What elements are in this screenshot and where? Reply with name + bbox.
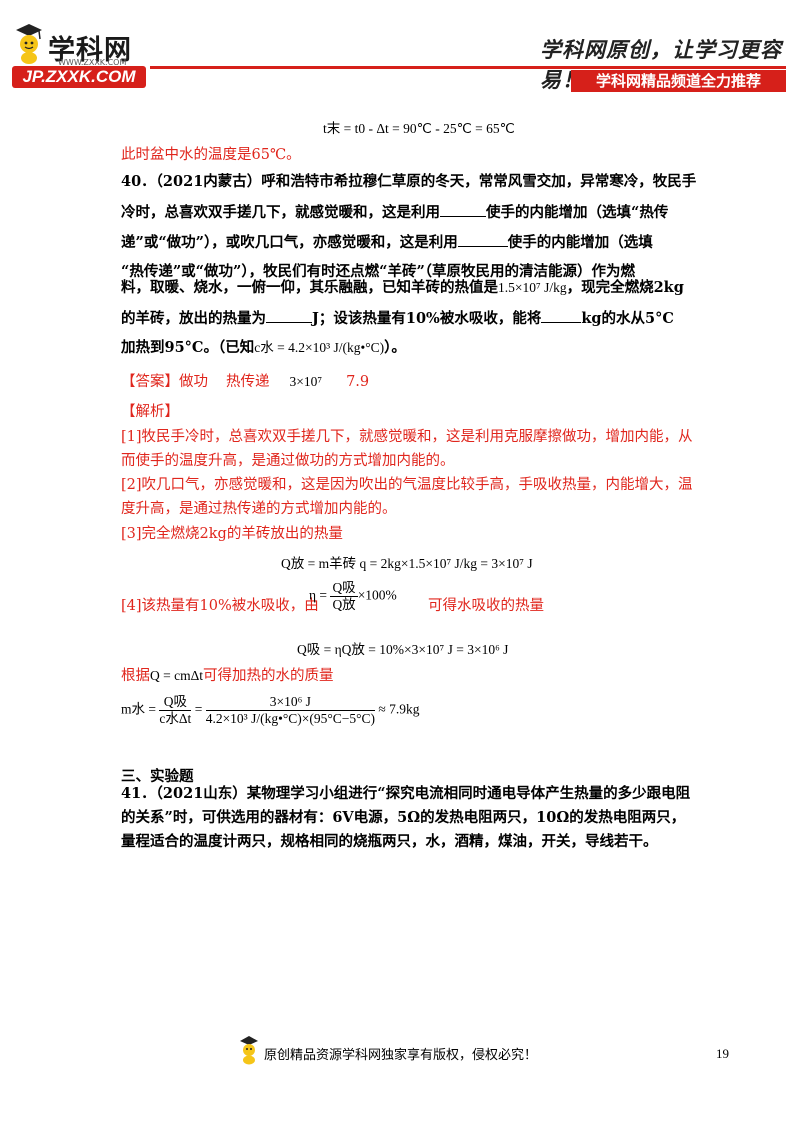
- q40-line7: 加热到95°C。（已知c水 = 4.2×10³ J/(kg•°C)）。: [121, 339, 406, 356]
- logo-url: WWW.ZXXK.COM: [58, 58, 127, 67]
- answer-blank-4: [541, 308, 582, 323]
- top-conclusion: 此时盆中水的温度是65℃。: [121, 147, 301, 163]
- analysis-p2a: [2]吹几口气，亦感觉暖和，这是因为吹出的气温度比较手高，手吸收热量，内能增大，…: [121, 477, 693, 493]
- q41-line2: 的关系”时，可供选用的器材有：6V电源，5Ω的发热电阻两只，10Ω的发热电阻两只…: [121, 809, 686, 826]
- answer-line: 【答案】做功 热传递 3×10⁷ 7.9: [121, 372, 369, 392]
- q40-line5: 料，取暖、烧水，一俯一仰，其乐融融，已知羊砖的热值是1.5×10⁷ J/kg，现…: [121, 279, 684, 296]
- analysis-p1a: [1]牧民手冷时，总喜欢双手搓几下，就感觉暖和，这是利用克服摩擦做功，增加内能，…: [121, 429, 693, 445]
- logo-text: 学科网: [48, 35, 132, 66]
- section-title: 三、实验题: [121, 768, 194, 785]
- analysis-p5: 根据Q = cmΔt可得加热的水的质量: [121, 668, 334, 684]
- answer-blank-1: [440, 202, 486, 217]
- top-formula: t末 = t0 - Δt = 90℃ - 25℃ = 65℃: [323, 121, 515, 136]
- page-number: 19: [716, 1046, 729, 1061]
- answer-4: 7.9: [346, 374, 370, 390]
- answer-tag: 【答案】: [121, 374, 179, 390]
- answer-blank-3: [266, 308, 312, 323]
- analysis-p3: [3]完全燃烧2kg的羊砖放出的热量: [121, 526, 343, 542]
- answer-1: 做功: [179, 374, 208, 390]
- q40-line2: 冷时，总喜欢双手搓几下，就感觉暖和，这是利用使手的内能增加（选填“热传: [121, 202, 669, 221]
- slogan: 学科网原创，让学习更容易！: [540, 37, 782, 92]
- footer-copyright: 原创精品资源学科网独家享有版权，侵权必究！: [264, 1048, 538, 1063]
- recommend-badge: 学科网精品频道全力推荐: [571, 70, 786, 92]
- footer-mascot-icon: [240, 1036, 258, 1065]
- q40-line4: “热传递”或“做功”），牧民们有时还点燃“羊砖”（草原牧民用的清洁能源）作为燃: [121, 263, 636, 280]
- analysis-p4b: 可得水吸收的热量: [428, 598, 544, 614]
- heat-value-formula: 1.5×10⁷ J/kg: [498, 280, 567, 295]
- analysis-tag: 【解析】: [121, 404, 179, 420]
- heat-formula: Q = cmΔt: [150, 668, 204, 683]
- site-badge[interactable]: JP.ZXXK.COM: [12, 66, 146, 88]
- q40-line1: 40．（2021内蒙古）呼和浩特市希拉穆仁草原的冬天，常常风雪交加，异常寒冷，牧…: [121, 173, 697, 190]
- header-divider: [150, 66, 786, 69]
- analysis-p1b: 而使手的温度升高，是通过做功的方式增加内能的。: [121, 453, 455, 469]
- q41-line1: 41．（2021山东）某物理学习小组进行“探究电流相同时通电导体产生热量的多少跟…: [121, 785, 691, 802]
- answer-3: 3×10⁷: [289, 374, 323, 389]
- specific-heat-formula: c水 = 4.2×10³ J/(kg•°C): [254, 340, 385, 355]
- q41-line3: 量程适合的温度计两只，规格相同的烧瓶两只，水，酒精，煤油，开关，导线若干。: [121, 833, 658, 850]
- analysis-p4: [4]该热量有10%被水吸收，由: [121, 598, 319, 614]
- mascot-logo-icon: [16, 24, 42, 64]
- analysis-p2b: 度升高，是通过热传递的方式增加内能的。: [121, 501, 397, 517]
- q40-line3: 递”或“做功”），或吹几口气，亦感觉暖和，这是利用使手的内能增加（选填: [121, 232, 653, 251]
- formula-q-absorbed: Q吸 = ηQ放 = 10%×3×10⁷ J = 3×10⁶ J: [297, 642, 509, 657]
- formula-q-released: Q放 = m羊砖 q = 2kg×1.5×10⁷ J/kg = 3×10⁷ J: [281, 556, 533, 571]
- answer-blank-2: [457, 232, 508, 247]
- answer-2: 热传递: [226, 374, 270, 390]
